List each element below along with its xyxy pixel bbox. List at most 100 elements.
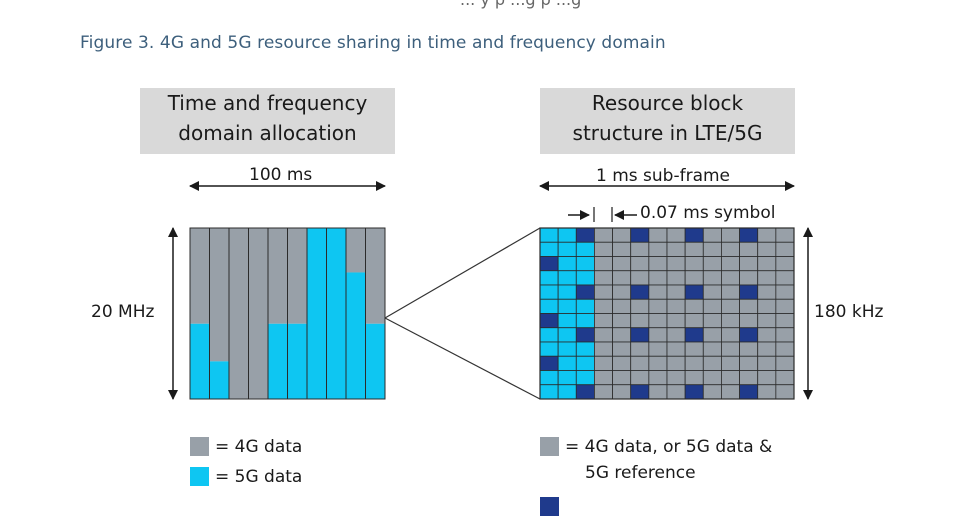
rb-cell-6-6 [648, 313, 668, 329]
rb-cell-3-9 [702, 270, 722, 286]
rb-cell-4-10 [721, 284, 740, 300]
rb-cell-8-0 [539, 341, 559, 357]
rb-cell-1-8 [684, 241, 704, 257]
left-col-0-4g [190, 228, 210, 324]
rb-cell-9-7 [666, 355, 686, 371]
rb-cell-10-5 [630, 370, 650, 386]
rb-cell-9-1 [557, 355, 577, 371]
rb-cell-6-5 [630, 313, 650, 329]
rb-cell-7-5 [630, 327, 650, 343]
cut-off-header-text: ... y p ...g p ...g [460, 0, 581, 9]
rb-cell-0-9 [702, 227, 722, 243]
rb-cell-9-2 [575, 355, 595, 371]
right-title-line2: structure in LTE/5G [572, 121, 763, 145]
rb-cell-4-0 [539, 284, 559, 300]
zoom-line-top [384, 227, 541, 319]
rb-cell-4-1 [557, 284, 577, 300]
rb-cell-11-4 [612, 384, 632, 400]
rb-cell-5-9 [702, 298, 722, 314]
rb-cell-1-11 [739, 241, 759, 257]
rb-cell-6-11 [739, 313, 759, 329]
figure-caption: Figure 3. 4G and 5G resource sharing in … [80, 33, 666, 53]
rb-cell-1-12 [757, 241, 777, 257]
rb-cell-3-11 [739, 270, 759, 286]
rb-cell-8-3 [594, 341, 613, 357]
rb-cell-11-2 [575, 384, 595, 400]
legend-swatch-4g-reference [540, 497, 559, 516]
rb-cell-7-1 [557, 327, 577, 343]
rb-cell-2-1 [557, 256, 577, 272]
rb-cell-10-11 [739, 370, 759, 386]
rb-cell-3-12 [757, 270, 777, 286]
rb-cell-5-4 [612, 298, 632, 314]
rb-cell-5-0 [539, 298, 559, 314]
rb-cell-0-6 [648, 227, 668, 243]
rb-cell-8-8 [684, 341, 704, 357]
left-allocation-grid [189, 227, 386, 400]
left-col-1-4g [209, 228, 229, 362]
legend-label-5g: = 5G data [215, 467, 303, 487]
rb-cell-0-12 [757, 227, 777, 243]
rb-cell-4-8 [684, 284, 704, 300]
rb-cell-2-2 [575, 256, 595, 272]
left-col-8-4g [346, 228, 366, 273]
left-title-line1: Time and frequency [167, 91, 368, 115]
rb-cell-3-8 [684, 270, 704, 286]
rb-cell-8-4 [612, 341, 632, 357]
rb-cell-7-11 [739, 327, 759, 343]
rb-cell-4-12 [757, 284, 777, 300]
rb-cell-2-9 [702, 256, 722, 272]
rb-cell-9-4 [612, 355, 632, 371]
legend-label-4g-5g-line1: = 4G data, or 5G data & [565, 437, 773, 457]
rb-cell-3-7 [666, 270, 686, 286]
rb-cell-8-11 [739, 341, 759, 357]
rb-cell-8-1 [557, 341, 577, 357]
rb-cell-2-6 [648, 256, 668, 272]
rb-cell-2-5 [630, 256, 650, 272]
rb-cell-8-5 [630, 341, 650, 357]
rb-cell-11-0 [539, 384, 559, 400]
rb-cell-1-1 [557, 241, 577, 257]
rb-cell-8-2 [575, 341, 595, 357]
rb-cell-11-13 [775, 384, 795, 400]
rb-cell-7-6 [648, 327, 668, 343]
rb-cell-11-5 [630, 384, 650, 400]
rb-cell-5-2 [575, 298, 595, 314]
left-col-5-4g [287, 228, 307, 324]
rb-cell-9-6 [648, 355, 668, 371]
rb-cell-5-8 [684, 298, 704, 314]
right-title-line1: Resource block [591, 91, 744, 115]
legend-label-4g-5g-line2: 5G reference [585, 463, 696, 483]
rb-cell-6-13 [775, 313, 795, 329]
rb-cell-3-3 [594, 270, 613, 286]
rb-cell-10-13 [775, 370, 795, 386]
rb-cell-10-3 [594, 370, 613, 386]
legend-label-4g: = 4G data [215, 437, 303, 457]
rb-cell-0-11 [739, 227, 759, 243]
rb-cell-0-4 [612, 227, 632, 243]
left-col-3-4g [248, 228, 268, 399]
rb-cell-10-6 [648, 370, 668, 386]
right-freq-label: 180 kHz [814, 302, 884, 322]
rb-cell-6-9 [702, 313, 722, 329]
rb-cell-3-0 [539, 270, 559, 286]
rb-cell-2-7 [666, 256, 686, 272]
rb-cell-5-10 [721, 298, 740, 314]
left-col-9-border [365, 227, 386, 400]
left-col-1-5g [209, 361, 229, 399]
rb-cell-0-5 [630, 227, 650, 243]
rb-cell-10-0 [539, 370, 559, 386]
rb-cell-6-7 [666, 313, 686, 329]
rb-cell-11-6 [648, 384, 668, 400]
rb-cell-11-8 [684, 384, 704, 400]
rb-cell-1-9 [702, 241, 722, 257]
rb-cell-1-13 [775, 241, 795, 257]
rb-cell-4-11 [739, 284, 759, 300]
rb-cell-6-1 [557, 313, 577, 329]
rb-cell-2-8 [684, 256, 704, 272]
rb-cell-2-11 [739, 256, 759, 272]
diagram-canvas [168, 181, 813, 400]
rb-cell-4-6 [648, 284, 668, 300]
rb-cell-4-9 [702, 284, 722, 300]
rb-cell-7-0 [539, 327, 559, 343]
